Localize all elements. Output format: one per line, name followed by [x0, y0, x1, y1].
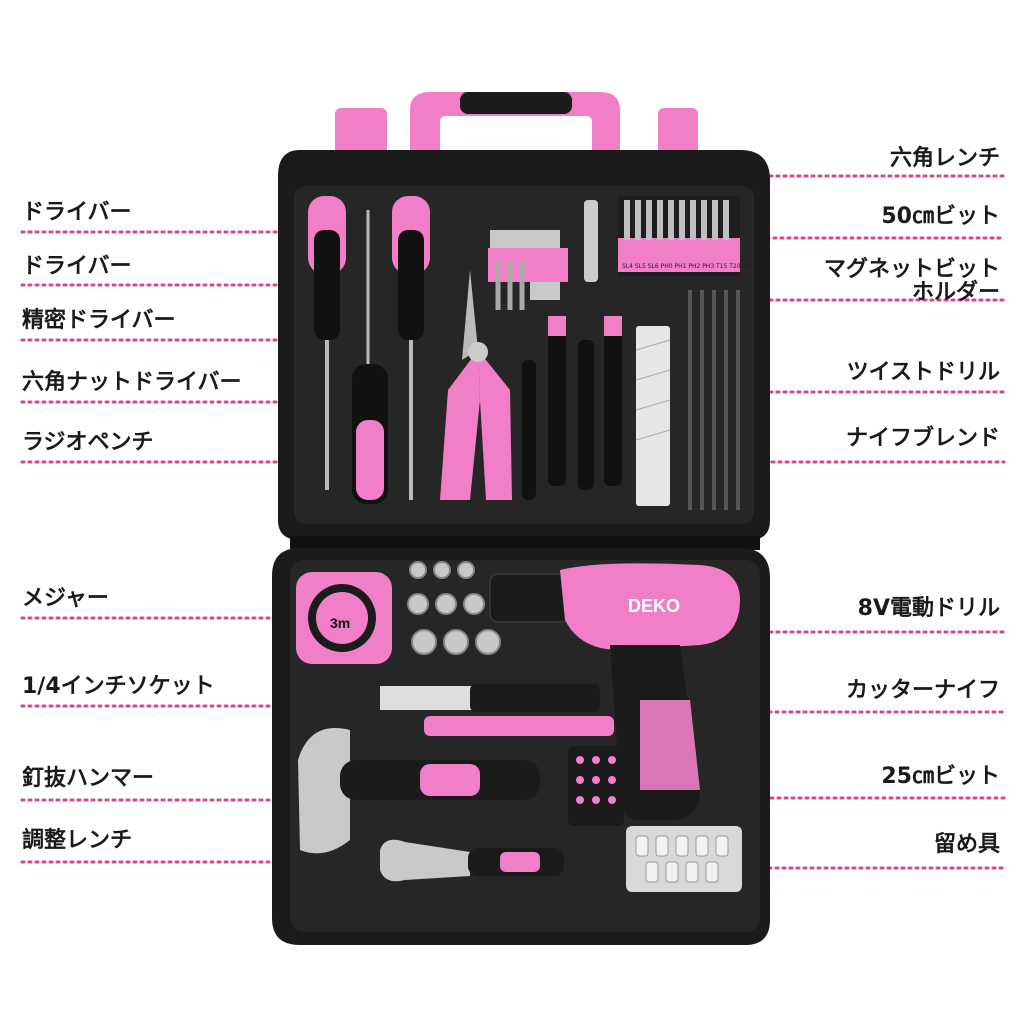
label-cutter-knife: カッターナイフ	[845, 678, 1000, 703]
label-precision-screwdriver: 精密ドライバー	[22, 308, 176, 333]
label-magnetic-bit-holder: マグネットビット ホルダー	[823, 257, 1000, 306]
handle-grip	[460, 92, 572, 114]
label-bits-25: 25㎝ビット	[881, 764, 1000, 789]
knife-blades-icon	[635, 326, 671, 506]
bit-set-25-icon	[568, 746, 624, 826]
case-lid: SL4 SL5 SL6 PH0 PH1 PH2 PH3 T15 T20 AD	[278, 92, 770, 540]
nut-driver-icon	[352, 364, 388, 504]
fasteners-icon	[626, 826, 742, 892]
adjustable-wrench-icon	[380, 839, 564, 882]
socket-set-icon	[407, 561, 501, 655]
label-hex-key: 六角レンチ	[889, 146, 1000, 171]
pliers-icon	[440, 270, 512, 500]
magnetic-bit-holder-icon	[584, 200, 598, 282]
label-nut-driver: 六角ナットドライバー	[22, 370, 242, 395]
label-twist-drill: ツイストドリル	[846, 360, 1000, 385]
case-hinge	[290, 536, 760, 550]
label-socket: 1/4インチソケット	[22, 674, 215, 699]
label-claw-hammer: 釘抜ハンマー	[22, 766, 155, 791]
precision-screwdriver-icon	[522, 316, 622, 500]
tape-measure-length: 3m	[330, 615, 350, 631]
label-screwdriver-2: ドライバー	[22, 254, 132, 279]
label-radio-pliers: ラジオペンチ	[22, 430, 154, 455]
label-electric-drill: 8V電動ドリル	[857, 596, 1000, 621]
bit-labels: SL4 SL5 SL6 PH0 PH1 PH2 PH3 T15 T20 AD	[622, 263, 752, 270]
cutter-knife-icon	[380, 684, 614, 736]
latch-left	[335, 108, 387, 162]
tape-measure-icon: 3m	[296, 572, 392, 664]
bit-set-50-icon: SL4 SL5 SL6 PH0 PH1 PH2 PH3 T15 T20 AD	[618, 196, 752, 276]
label-adjustable-wrench: 調整レンチ	[22, 828, 133, 853]
latch-right	[658, 108, 698, 162]
twist-drill-icon	[688, 290, 740, 510]
label-bits-50: 50㎝ビット	[881, 204, 1000, 229]
label-knife-blades: ナイフブレンド	[845, 426, 1000, 451]
label-screwdriver-1: ドライバー	[22, 200, 132, 225]
electric-drill-icon: DEKO	[489, 563, 740, 820]
label-tape-measure: メジャー	[22, 586, 109, 611]
drill-brand-logo: DEKO	[628, 596, 680, 616]
case-base: 3m DEKO	[272, 548, 770, 945]
claw-hammer-icon	[298, 728, 540, 854]
hex-key-icon	[488, 230, 568, 310]
label-fasteners: 留め具	[933, 832, 1000, 857]
